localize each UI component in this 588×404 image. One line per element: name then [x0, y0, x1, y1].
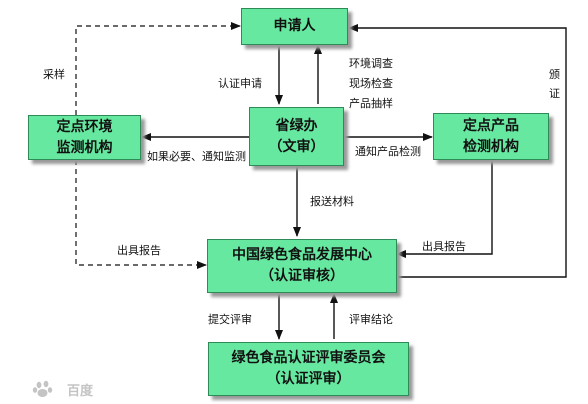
node-applicant: 申请人	[241, 8, 348, 45]
label-report-right: 出具报告	[422, 240, 466, 253]
label-issue-cert-1: 颁	[549, 68, 560, 81]
node-product-test-line1: 定点产品	[463, 117, 519, 134]
label-cert-application: 认证申请	[218, 77, 262, 90]
label-review-conclusion: 评审结论	[349, 313, 393, 326]
label-site-inspection: 现场检查	[349, 77, 393, 90]
node-product-test-line2: 检测机构	[463, 138, 519, 155]
node-center-line1: 中国绿色食品发展中心	[232, 247, 372, 263]
label-env-survey: 环境调查	[349, 57, 393, 70]
node-committee-line1: 绿色食品认证评审委员会	[231, 350, 386, 366]
baidu-watermark: 百度	[30, 379, 93, 399]
label-issue-cert-2: 证	[549, 87, 560, 100]
paw-logo-icon	[32, 380, 53, 397]
edge-sampling-dashed	[75, 22, 241, 115]
node-product-test: 定点产品 检测机构	[433, 113, 549, 160]
label-submit-materials: 报送材料	[310, 195, 354, 208]
node-applicant-label: 申请人	[273, 18, 316, 34]
node-provincial-office-line2: （文审）	[268, 138, 325, 155]
node-provincial-office-line1: 省绿办	[275, 117, 318, 134]
node-env-monitor: 定点环境 监测机构	[28, 115, 141, 160]
edge-issue-certificate	[348, 24, 567, 278]
node-provincial-office: 省绿办 （文审）	[249, 107, 344, 166]
label-submit-review: 提交评审	[208, 313, 252, 326]
label-notify-product-test: 通知产品检测	[355, 145, 421, 158]
label-sampling: 采样	[43, 68, 65, 81]
node-center: 中国绿色食品发展中心 （认证审核）	[207, 239, 397, 293]
watermark-text: 百度	[67, 383, 94, 399]
edge-product-report	[396, 160, 493, 258]
label-notify-monitoring: 如果必要、通知监测	[147, 150, 246, 163]
node-env-monitor-line2: 监测机构	[56, 139, 113, 156]
edge-env-report-dashed	[75, 160, 207, 269]
node-center-line2: （认证审核）	[260, 268, 344, 284]
node-committee: 绿色食品认证评审委员会 （认证评审）	[208, 342, 409, 396]
node-env-monitor-line1: 定点环境	[56, 118, 113, 135]
node-committee-line2: （认证评审）	[266, 371, 351, 387]
label-product-sampling: 产品抽样	[349, 97, 393, 110]
label-report-left: 出具报告	[117, 244, 161, 257]
